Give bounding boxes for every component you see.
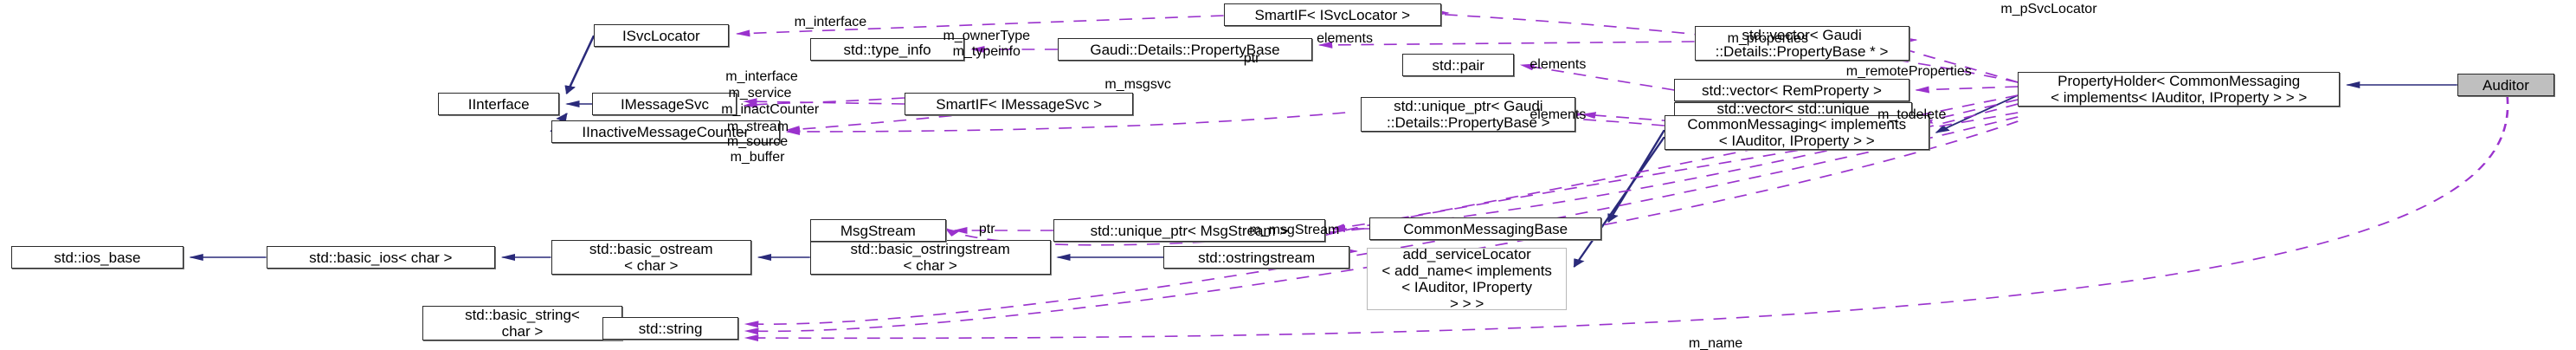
edge-label-elements_top: elements bbox=[1317, 31, 1373, 46]
class-node-vector_RemProperty[interactable]: std::vector< RemProperty > bbox=[1674, 79, 1909, 101]
usage-edges bbox=[735, 9, 2509, 342]
class-node-MsgStream[interactable]: MsgStream bbox=[809, 219, 946, 242]
edge-label-m_properties: m_properties bbox=[1727, 31, 1808, 46]
edge-label-m_msgStream: m_msgStream bbox=[1249, 223, 1340, 237]
edge-label-m_source: m_source m_buffer bbox=[726, 134, 789, 165]
class-node-string[interactable]: std::string bbox=[602, 317, 739, 340]
class-node-add_serviceLocator[interactable]: add_serviceLocator < add_name< implement… bbox=[1366, 246, 1568, 312]
class-node-PropertyBase[interactable]: Gaudi::Details::PropertyBase bbox=[1057, 38, 1313, 61]
edge-label-elements_rem: elements bbox=[1530, 57, 1587, 72]
class-node-basic_ostream[interactable]: std::basic_ostream < char > bbox=[551, 240, 751, 275]
edge-label-m_remoteProperties: m_remoteProperties bbox=[1845, 64, 1972, 79]
edge-label-m_todelete: m_todelete bbox=[1877, 107, 1947, 122]
edge-label-m_inactCounter: m_inactCounter bbox=[721, 102, 820, 117]
class-node-basic_ostringstream[interactable]: std::basic_ostringstream < char > bbox=[809, 240, 1051, 275]
edge-label-m_stream: m_stream bbox=[726, 120, 789, 134]
edge-label-m_name: m_name bbox=[1688, 336, 1743, 350]
edge-label-elements_uptr: elements bbox=[1530, 107, 1587, 122]
class-node-type_info[interactable]: std::type_info bbox=[809, 38, 965, 61]
edge-label-m_pSvcLocator: m_pSvcLocator bbox=[2000, 2, 2097, 16]
class-node-Auditor[interactable]: Auditor bbox=[2457, 74, 2555, 96]
class-node-ISvcLocator[interactable]: ISvcLocator bbox=[594, 24, 729, 47]
edge-label-m_interface_top: m_interface bbox=[794, 15, 867, 29]
class-node-CommonMessagingBase[interactable]: CommonMessagingBase bbox=[1369, 217, 1602, 240]
edge-label-m_interface_mid: m_interface bbox=[725, 69, 798, 84]
class-node-IInactiveMessageCounter[interactable]: IInactiveMessageCounter bbox=[551, 120, 781, 143]
class-node-basic_ios[interactable]: std::basic_ios< char > bbox=[266, 246, 496, 269]
edge-label-m_msgsvc: m_msgsvc bbox=[1104, 77, 1171, 92]
class-node-basic_string[interactable]: std::basic_string< char > bbox=[422, 306, 623, 340]
class-node-IMessageSvc[interactable]: IMessageSvc bbox=[592, 93, 737, 115]
class-node-ios_base[interactable]: std::ios_base bbox=[11, 246, 184, 269]
class-node-IInterface[interactable]: IInterface bbox=[437, 93, 560, 115]
edge-label-ptr_top: ptr bbox=[1243, 51, 1260, 66]
edge-label-m_service: m_service bbox=[728, 86, 792, 100]
class-node-pair[interactable]: std::pair bbox=[1402, 54, 1515, 76]
class-node-ostringstream[interactable]: std::ostringstream bbox=[1163, 246, 1350, 269]
class-node-SmartIF_IMessageSvc[interactable]: SmartIF< IMessageSvc > bbox=[904, 93, 1134, 115]
class-node-PropertyHolder[interactable]: PropertyHolder< CommonMessaging < implem… bbox=[2018, 72, 2341, 107]
edge-label-m_ownerType: m_ownerType m_typeinfo bbox=[943, 29, 1031, 59]
edge-label-ptr_mid: ptr bbox=[978, 222, 995, 237]
class-node-SmartIF_ISvcLocator[interactable]: SmartIF< ISvcLocator > bbox=[1223, 3, 1441, 26]
